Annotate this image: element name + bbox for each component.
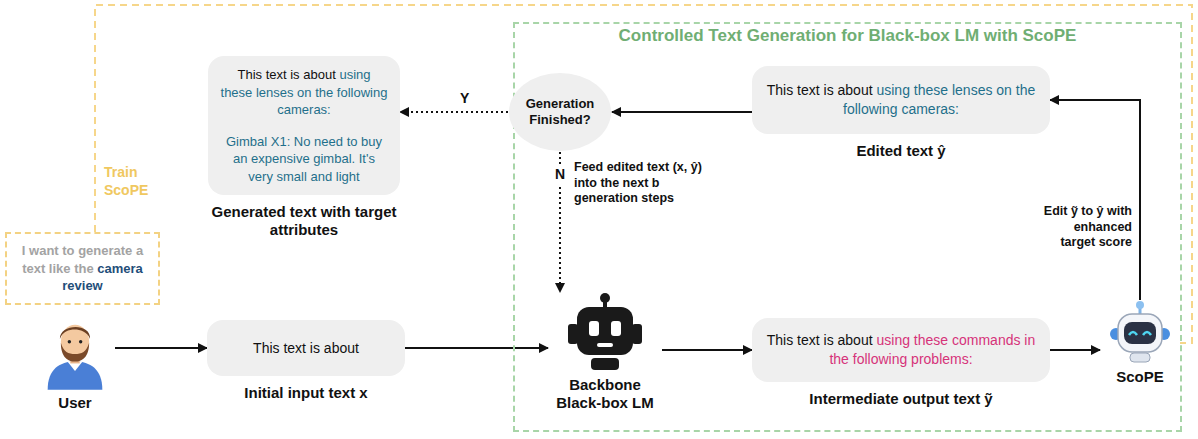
box-text: This text is about bbox=[238, 67, 336, 82]
flow-arrow bbox=[1050, 349, 1100, 351]
process-node: This text is aboutusing these lenses on … bbox=[208, 56, 400, 239]
note-label: Feed edited text (x, ŷ) into the next b … bbox=[574, 160, 720, 207]
text-line: This text is about bbox=[219, 339, 393, 358]
text-line: This text is aboutusing these commands i… bbox=[764, 331, 1038, 369]
box-text: This text is about bbox=[767, 82, 873, 98]
process-node: This text is aboutusing these commands i… bbox=[752, 318, 1050, 408]
box-heading: Generated text with target attributes bbox=[208, 203, 400, 239]
edge-label: Y bbox=[458, 90, 471, 108]
actor-node: Backbone Black-box LM bbox=[548, 292, 662, 412]
region-title: Controlled Text Generation for Black-box… bbox=[515, 26, 1180, 46]
box-text: This text is about bbox=[767, 332, 873, 348]
box-heading: Intermediate output text ỹ bbox=[752, 390, 1050, 408]
training-link bbox=[95, 5, 1192, 343]
actor-node: ScoPE bbox=[1100, 300, 1180, 386]
text-line: This text is aboutusing these lenses on … bbox=[220, 66, 388, 119]
text-line: I want to generate a text like thecamera… bbox=[15, 242, 150, 295]
edge-label: N bbox=[553, 166, 567, 184]
icon-label: User bbox=[35, 394, 115, 412]
process-node: This text is aboutInitial input text x bbox=[207, 320, 405, 402]
actor-node: User bbox=[35, 318, 115, 412]
box-heading: Initial input text x bbox=[207, 384, 405, 402]
text-box: This text is aboutusing these lenses on … bbox=[752, 66, 1050, 134]
process-node: This text is aboutusing these lenses on … bbox=[752, 66, 1050, 160]
flow-arrow bbox=[612, 111, 752, 113]
flow-arrow bbox=[115, 347, 207, 349]
edge-label: Train ScoPE bbox=[104, 164, 164, 199]
flow-arrow bbox=[400, 111, 508, 113]
edge-label: Edit ỹ to ŷ with enhanced target score bbox=[1036, 204, 1132, 251]
text-box: This text is about bbox=[207, 320, 405, 376]
box-text: This text is about bbox=[253, 340, 359, 356]
flow-arrow bbox=[405, 347, 548, 349]
process-node: Generation Finished? bbox=[508, 72, 612, 152]
box-text: Gimbal X1: No need to buy an expensive g… bbox=[220, 133, 388, 186]
icon-label: Backbone Black-box LM bbox=[548, 376, 662, 412]
icon bbox=[42, 318, 108, 390]
text-box: This text is aboutusing these commands i… bbox=[752, 318, 1050, 382]
text-box: This text is aboutusing these lenses on … bbox=[208, 56, 400, 195]
box-heading: Edited text ŷ bbox=[752, 142, 1050, 160]
decision-text: Generation Finished? bbox=[520, 96, 600, 127]
icon-label: ScoPE bbox=[1100, 368, 1180, 386]
icon bbox=[565, 292, 645, 372]
request-box: I want to generate a text like thecamera… bbox=[5, 232, 160, 305]
flow-arrow bbox=[662, 349, 752, 351]
icon bbox=[1108, 300, 1172, 364]
text-line: This text is aboutusing these lenses on … bbox=[764, 81, 1038, 119]
flow-arrow bbox=[1050, 100, 1140, 300]
process-node: I want to generate a text like thecamera… bbox=[5, 232, 160, 305]
